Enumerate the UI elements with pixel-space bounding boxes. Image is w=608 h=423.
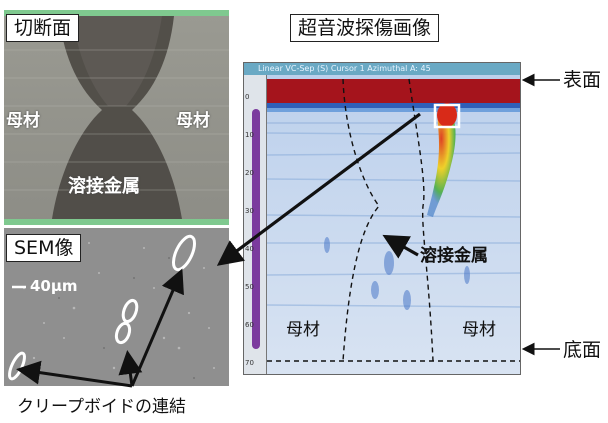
arrow-void-2 [118, 350, 143, 387]
cross-section-panel: 母材 母材 溶接金属 [4, 10, 229, 225]
bottom-label: 底面 [563, 339, 602, 361]
arrow-to-weld [382, 234, 419, 259]
base-metal-left-label: 母材 [6, 111, 40, 131]
depth-slider [252, 109, 260, 349]
cross-section-title: 切断面 [6, 14, 80, 42]
arrow-to-sem [216, 112, 421, 266]
axis-tick: 50 [245, 283, 254, 291]
void-marker [114, 321, 132, 345]
depth-axis: 0 10 20 30 40 50 60 70 [244, 75, 267, 374]
ultrasonic-header-text: Linear VC-Sep (S) Cursor 1 Azimuthal A: … [258, 64, 431, 73]
ultrasonic-weld-label: 溶接金属 [420, 246, 488, 266]
base-metal-right-label: 母材 [176, 111, 210, 131]
void-marker [121, 298, 139, 324]
ultrasonic-title: 超音波探傷画像 [290, 14, 440, 42]
weld-metal-label: 溶接金属 [68, 176, 140, 197]
sem-scale-label: 40μm [30, 277, 78, 295]
axis-tick: 40 [245, 245, 254, 253]
axis-tick: 10 [245, 131, 254, 139]
axis-tick: 30 [245, 207, 254, 215]
axis-tick: 60 [245, 321, 254, 329]
cross-section-image [4, 10, 229, 225]
surface-label: 表面 [563, 69, 602, 91]
ultrasonic-base-right-label: 母材 [462, 320, 496, 340]
ultrasonic-panel: Linear VC-Sep (S) Cursor 1 Azimuthal A: … [243, 62, 521, 375]
caption: クリープボイドの連結 [17, 397, 186, 417]
ultrasonic-base-left-label: 母材 [286, 320, 320, 340]
arrow-void-3 [130, 268, 184, 387]
axis-tick: 0 [245, 93, 250, 101]
axis-tick: 20 [245, 169, 254, 177]
ultrasonic-header [244, 63, 520, 75]
sem-title: SEM像 [6, 234, 82, 262]
axis-tick: 70 [245, 359, 254, 367]
arrow-void-1 [16, 360, 133, 388]
defect-box [433, 103, 461, 129]
